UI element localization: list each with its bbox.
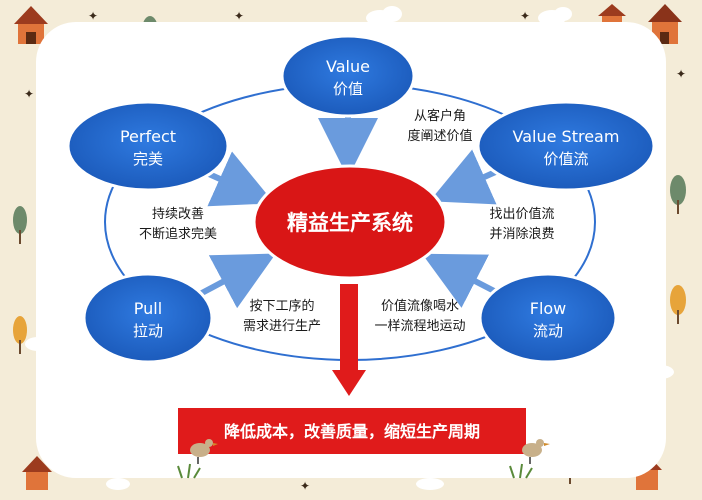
tree-icon — [13, 206, 27, 244]
svg-text:✦: ✦ — [676, 67, 686, 81]
result-label: 降低成本，改善质量，缩短生产周期 — [224, 422, 480, 441]
bird-icon — [522, 439, 550, 464]
node-value-zh: 价值 — [333, 80, 363, 98]
tree-icon — [670, 285, 686, 324]
node-value-stream: Value Stream 价值流 — [476, 100, 656, 192]
star-icon: ✦ ✦ ✦ ✦ ✦ ✦ — [24, 9, 686, 493]
node-pull: Pull 拉动 — [82, 272, 214, 364]
center-label: 精益生产系统 — [287, 211, 413, 235]
note-flow-line2: 一样流程地运动 — [374, 319, 465, 334]
note-pull-line1: 按下工序的 — [249, 298, 314, 314]
grass-decoration — [177, 463, 533, 479]
arrow-pull — [198, 253, 276, 309]
svg-text:✦: ✦ — [234, 9, 244, 23]
note-pull-line2: 需求进行生产 — [243, 319, 321, 334]
tree-icon — [670, 175, 686, 214]
svg-text:✦: ✦ — [88, 9, 98, 23]
result-arrow — [332, 284, 366, 396]
node-flow-zh: 流动 — [533, 322, 563, 340]
svg-text:✦: ✦ — [520, 9, 530, 23]
arrow-flow — [422, 253, 502, 308]
node-perfect-en: Perfect — [120, 127, 176, 146]
result-banner: 降低成本，改善质量，缩短生产周期 — [178, 408, 526, 454]
node-pull-zh: 拉动 — [133, 322, 163, 340]
cloud-icon — [416, 478, 444, 490]
arrow-stream — [429, 149, 502, 205]
node-value: Value 价值 — [280, 34, 416, 118]
house-icon — [22, 456, 52, 490]
node-stream-en: Value Stream — [513, 127, 620, 146]
bird-icon — [190, 439, 218, 464]
node-value-en: Value — [326, 57, 370, 76]
note-stream-line2: 并消除浪费 — [489, 227, 554, 242]
node-flow: Flow 流动 — [478, 272, 618, 364]
house-icon — [14, 6, 48, 44]
cloud-icon — [106, 478, 130, 490]
node-flow-en: Flow — [530, 299, 567, 318]
note-value-line2: 度阐述价值 — [407, 128, 472, 144]
note-perfect-line1: 持续改善 — [152, 206, 204, 222]
svg-text:✦: ✦ — [24, 87, 34, 101]
note-stream-line1: 找出价值流 — [489, 206, 554, 222]
center-node: 精益生产系统 — [252, 164, 448, 280]
node-stream-zh: 价值流 — [543, 150, 588, 168]
tree-icon — [13, 316, 27, 354]
node-perfect-zh: 完美 — [133, 150, 163, 168]
svg-text:✦: ✦ — [300, 479, 310, 493]
note-value-line1: 从客户角 — [414, 108, 466, 124]
house-icon — [648, 4, 682, 44]
note-flow-line1: 价值流像喝水 — [381, 298, 459, 314]
note-perfect-line2: 不断追求完美 — [139, 226, 217, 242]
node-pull-en: Pull — [134, 299, 162, 318]
node-perfect: Perfect 完美 — [66, 100, 230, 192]
